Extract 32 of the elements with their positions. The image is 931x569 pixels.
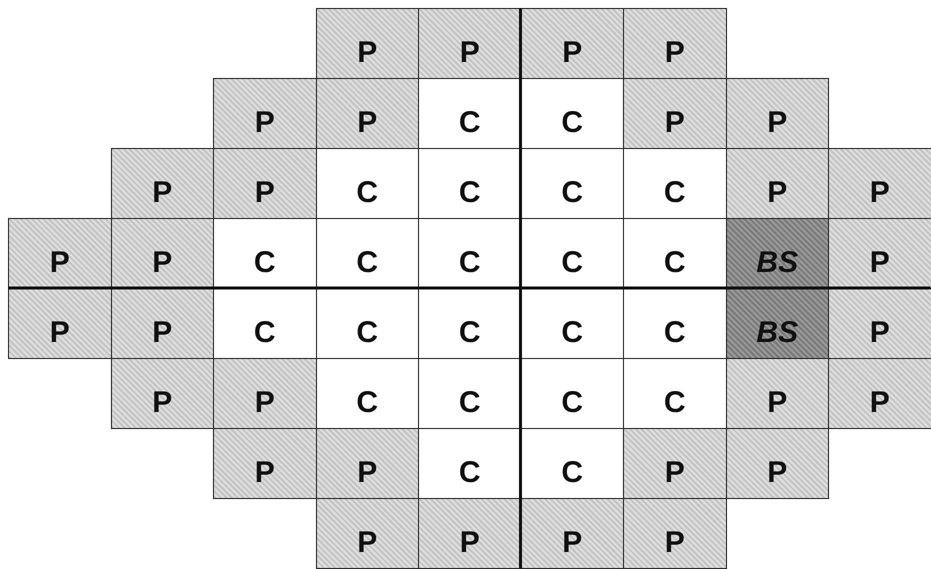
grid-cell: P (828, 288, 931, 359)
grid-cell: P (418, 498, 522, 569)
grid-cell: P (110, 218, 214, 289)
grid-cell: P (213, 428, 316, 499)
grid-cell: P (110, 358, 214, 429)
grid-cell: P (726, 78, 829, 149)
grid-cell: P (828, 148, 931, 219)
grid-cell: P (520, 498, 624, 569)
grid-cell: P (623, 428, 726, 499)
grid-cell: P (418, 8, 522, 79)
grid-cell: P (316, 8, 419, 79)
grid-cell: P (316, 428, 419, 499)
grid-cell: P (213, 78, 316, 149)
grid-cell: P (316, 498, 419, 569)
grid-cell: P (213, 358, 316, 429)
grid-cell: P (8, 288, 112, 359)
grid-cell: P (828, 358, 931, 429)
grid-cell: P (213, 148, 316, 219)
grid-cell: P (726, 148, 829, 219)
grid-cell: P (726, 358, 829, 429)
grid-cell: P (623, 498, 726, 569)
grid-cell: P (316, 78, 419, 149)
grid-cell: P (726, 428, 829, 499)
grid-cell: P (110, 288, 214, 359)
grid-cell: P (828, 218, 931, 289)
grid-cell: P (520, 8, 624, 79)
grid-cell: P (623, 8, 726, 79)
grid-cell: BS (726, 288, 829, 359)
grid-cell: P (8, 218, 112, 289)
grid-cell: P (110, 148, 214, 219)
grid-cell: BS (726, 218, 829, 289)
grid-cell: P (623, 78, 726, 149)
